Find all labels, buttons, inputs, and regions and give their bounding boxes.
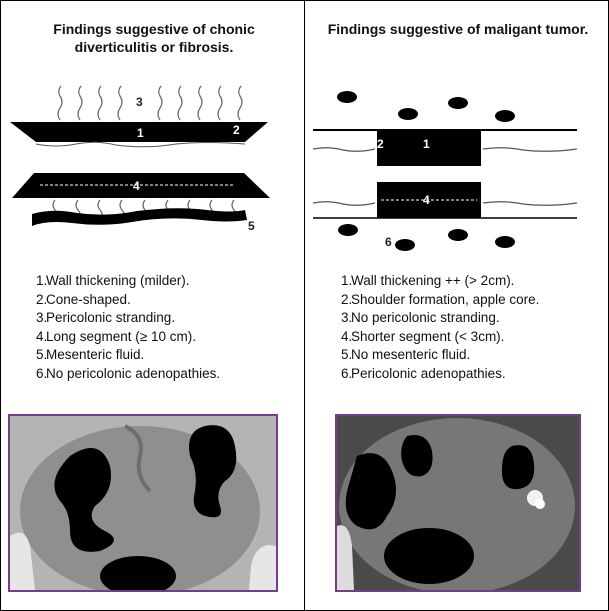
panel-diverticulitis: Findings suggestive of chonic diverticul…	[0, 0, 304, 611]
panel-title-diverticulitis: Findings suggestive of chonic diverticul…	[20, 20, 288, 56]
findings-list-diverticulitis: 1.Wall thickening (milder). 2.Cone-shape…	[36, 272, 220, 383]
finding-item: 4.Long segment (≥ 10 cm).	[36, 328, 220, 347]
finding-item: 5.No mesenteric fluid.	[341, 346, 539, 365]
ct-image-malignant	[335, 414, 581, 592]
malignant-tumor-diagram: 1 2 4 6	[305, 80, 609, 270]
ct-scan-graphic	[337, 416, 579, 590]
label-4: 4	[423, 193, 430, 207]
finding-item: 2.Cone-shaped.	[36, 291, 220, 310]
findings-list-malignant: 1.Wall thickening ++ (> 2cm). 2.Shoulder…	[341, 272, 539, 383]
label-1: 1	[423, 137, 430, 151]
finding-item: 4.Shorter segment (< 3cm).	[341, 328, 539, 347]
finding-item: 1.Wall thickening ++ (> 2cm).	[341, 272, 539, 291]
title-line-1: Findings suggestive of chonic	[20, 20, 288, 38]
label-2: 2	[377, 137, 384, 151]
finding-item: 3.No pericolonic stranding.	[341, 309, 539, 328]
label-3: 3	[136, 95, 143, 109]
label-2: 2	[233, 123, 240, 137]
label-6: 6	[385, 235, 392, 249]
stranding-lines-top	[58, 86, 242, 120]
finding-item: 6.No pericolonic adenopathies.	[36, 365, 220, 384]
panel-title-malignant: Findings suggestive of maligant tumor.	[309, 20, 607, 38]
ct-image-diverticulitis	[8, 414, 278, 592]
upper-wall-stranding	[36, 142, 245, 147]
finding-item: 5.Mesenteric fluid.	[36, 346, 220, 365]
label-5: 5	[248, 219, 255, 233]
finding-item: 1.Wall thickening (milder).	[36, 272, 220, 291]
panel-malignant-tumor: Findings suggestive of maligant tumor. 1…	[305, 0, 609, 611]
adenopathy-nodes	[337, 91, 515, 251]
finding-item: 6.Pericolonic adenopathies.	[341, 365, 539, 384]
finding-item: 3.Pericolonic stranding.	[36, 309, 220, 328]
label-1: 1	[137, 126, 144, 140]
title-line-2: diverticulitis or fibrosis.	[20, 38, 288, 56]
mesenteric-fluid	[32, 208, 247, 226]
diverticulitis-diagram: 1 2 3 4 5	[0, 80, 304, 270]
label-4: 4	[133, 179, 140, 193]
ct-scan-graphic	[10, 416, 276, 590]
finding-item: 2.Shoulder formation, apple core.	[341, 291, 539, 310]
